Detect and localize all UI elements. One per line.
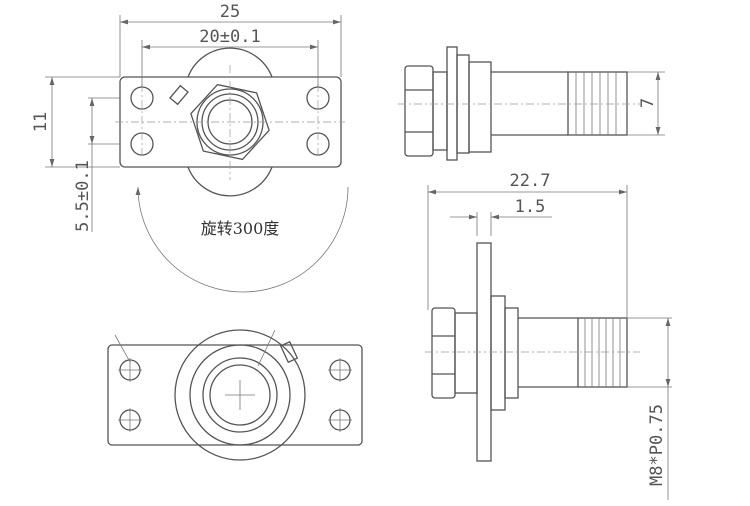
dim-overall-width: 25 [220, 2, 240, 22]
dim-5-5: 5.5±0.1 [73, 97, 120, 232]
dim-thread-dia: 7 [638, 98, 658, 108]
side-view-top [398, 46, 640, 161]
rotation-note: 旋转300度 [201, 219, 280, 238]
dim-flange-thickness: 1.5 [515, 197, 546, 217]
side-view-bottom [425, 242, 640, 462]
dim-25: 25 [119, 2, 342, 77]
dim-height: 11 [31, 112, 51, 132]
dim-1-5: 1.5 [450, 197, 552, 236]
dim-11: 11 [31, 76, 120, 168]
dim-thread-spec: M8*P0.75 [647, 404, 667, 486]
dim-hole-offset: 5.5±0.1 [73, 160, 93, 232]
rotation-arrow: 旋转300度 [135, 186, 349, 293]
dim-20: 20±0.1 [141, 27, 319, 87]
bottom-view [107, 329, 363, 461]
dim-m8: M8*P0.75 [627, 317, 672, 500]
dim-hole-spacing: 20±0.1 [199, 27, 260, 47]
top-view-flange [115, 47, 345, 197]
dim-22-7: 22.7 [427, 171, 628, 318]
dim-overall-length: 22.7 [510, 171, 551, 191]
dim-7: 7 [627, 71, 665, 136]
